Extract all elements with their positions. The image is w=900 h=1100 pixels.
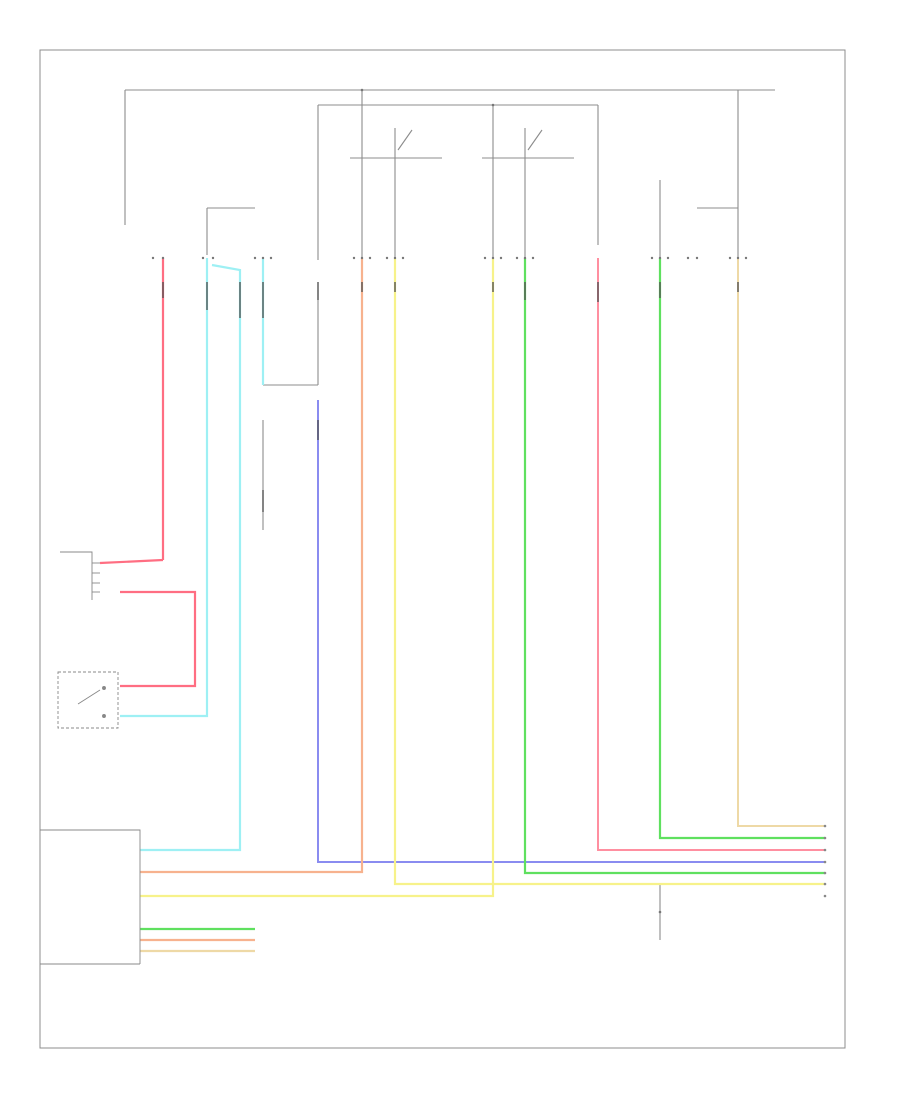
connector-dots	[151, 88, 748, 914]
wire-light-blue	[120, 258, 265, 852]
wire-orange	[140, 258, 364, 874]
body-module	[40, 829, 141, 965]
wire-yellow	[140, 258, 825, 898]
connector-pins	[162, 282, 739, 512]
diagram-frame	[39, 49, 846, 1049]
body-module-leads	[140, 927, 255, 953]
trailer-connector	[823, 824, 827, 898]
wire-blue	[317, 400, 825, 863]
wire-green	[523, 258, 825, 875]
brake-switch	[57, 671, 119, 729]
bus-lines	[124, 89, 775, 940]
wire-tan	[737, 258, 825, 827]
wire-pink	[597, 258, 825, 851]
dimmer-switch	[60, 551, 100, 600]
wire-red	[99, 258, 197, 688]
